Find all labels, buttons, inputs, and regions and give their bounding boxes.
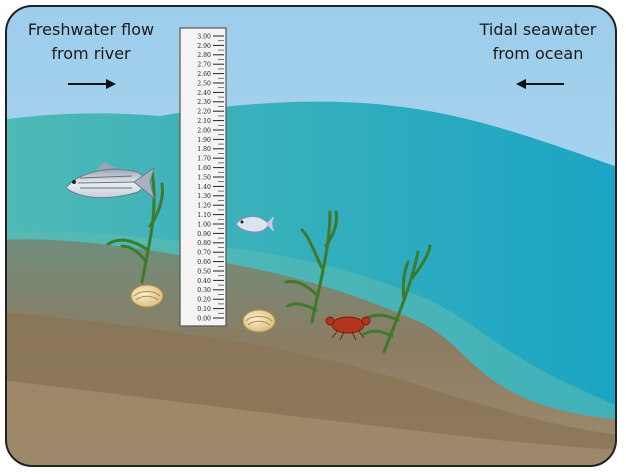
gauge-tick-label: 2.60 [197, 71, 211, 78]
clam-1 [130, 284, 164, 308]
gauge-tick-label: 0.70 [197, 250, 211, 257]
gauge-tick-label: 2.40 [197, 90, 211, 97]
gauge-tick-label: 1.00 [197, 221, 211, 228]
gauge-tick-label: 2.30 [197, 99, 211, 106]
freshwater-label: Freshwater flow from river [18, 18, 164, 66]
gauge-tick-label: 1.30 [197, 193, 211, 200]
gauge-tick-label: 1.70 [197, 156, 211, 163]
gauge-tick-label: 0.80 [197, 240, 211, 247]
gauge-tick-label: 1.90 [197, 137, 211, 144]
gauge-tick-label: 2.10 [197, 118, 211, 125]
gauge-tick-label: 1.10 [197, 212, 211, 219]
striped-bass-fish [65, 162, 155, 200]
seagrass-2 [284, 210, 338, 324]
seagrass-1 [106, 170, 164, 284]
arrow-left-icon [516, 79, 564, 89]
gauge-tick-label: 0.90 [197, 231, 211, 238]
arrow-right-icon [68, 79, 116, 89]
seagrass-3 [362, 244, 432, 354]
gauge-tick-label: 2.00 [197, 127, 211, 134]
gauge-tick-label: 0.20 [197, 297, 211, 304]
gauge-scale: 3.00 2.90 2.80 2.70 2.60 2.50 2.40 2.30 2.20 2.10… [197, 33, 224, 322]
gauge-tick-label: 0.60 [197, 259, 211, 266]
gauge-tick-label: 1.50 [197, 174, 211, 181]
gauge-tick-label: 1.20 [197, 203, 211, 210]
freshwater-label-line2: from river [51, 44, 131, 63]
gauge-tick-label: 2.80 [197, 52, 211, 59]
gauge-tick-label: 0.40 [197, 278, 211, 285]
small-fish [235, 216, 274, 233]
tidal-label: Tidal seawater from ocean [468, 18, 608, 66]
gauge-tick-label: 1.80 [197, 146, 211, 153]
freshwater-label-line1: Freshwater flow [27, 20, 155, 39]
gauge-tick-label: 0.00 [197, 315, 211, 322]
frame-border [5, 5, 617, 467]
gauge-tick-label: 2.20 [197, 109, 211, 116]
gauge-tick-label: 0.50 [197, 268, 211, 275]
gauge-tick-label: 0.10 [197, 306, 211, 313]
gauge-tick-label: 2.70 [197, 62, 211, 69]
mud-layer-deep [6, 380, 616, 466]
gauge-tick-label: 3.00 [197, 33, 211, 40]
gauge-tick-label: 2.90 [197, 43, 211, 50]
gauge-tick-label: 1.60 [197, 165, 211, 172]
tide-gauge: 3.00 2.90 2.80 2.70 2.60 2.50 2.40 2.30 2.20 2.10… [179, 27, 227, 327]
tidal-label-line1: Tidal seawater [479, 20, 597, 39]
clam-2 [242, 309, 276, 333]
gauge-tick-label: 1.40 [197, 184, 211, 191]
tidal-label-line2: from ocean [492, 44, 584, 63]
crab [325, 316, 371, 341]
gauge-tick-label: 2.50 [197, 80, 211, 87]
gauge-tick-label: 0.30 [197, 287, 211, 294]
